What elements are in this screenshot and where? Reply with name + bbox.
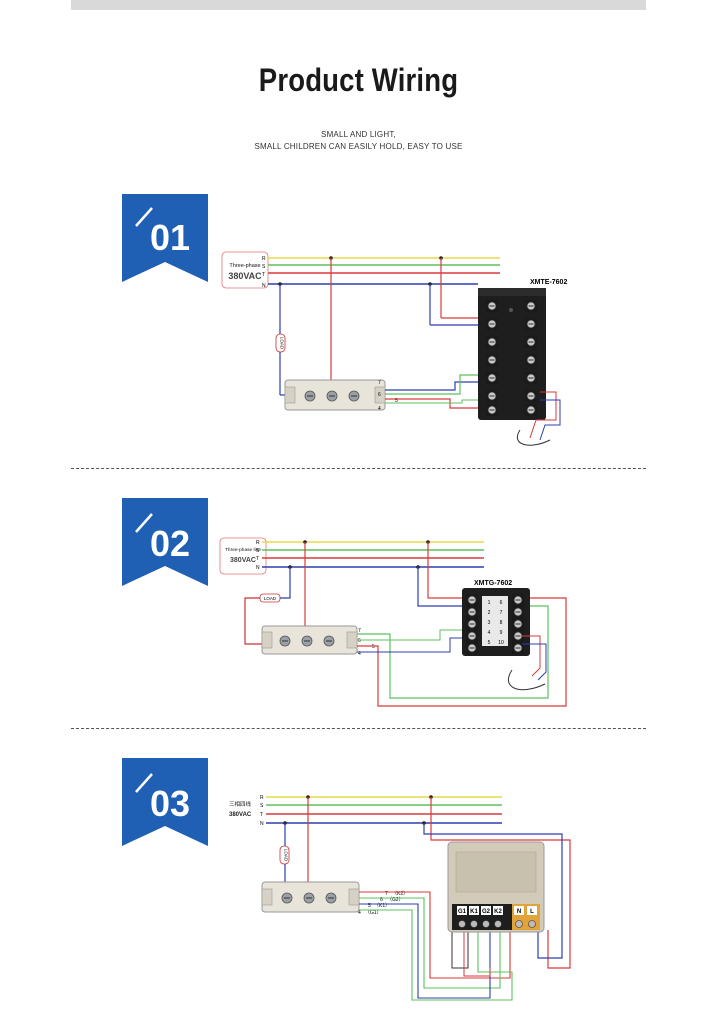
- phase-r: R: [260, 795, 264, 801]
- terminal-4: 4: [358, 910, 361, 916]
- controller-xmte: [478, 288, 546, 420]
- controller-model: XMTG-7602: [474, 580, 512, 587]
- phase-t: T: [260, 812, 263, 818]
- terminal-5: 5: [395, 398, 398, 404]
- terminal-5: 5: [372, 644, 375, 650]
- section-divider: [71, 728, 646, 729]
- phase-t: T: [256, 556, 259, 562]
- ctl-num-5: 5: [488, 640, 491, 646]
- phase-r: R: [262, 256, 266, 262]
- ctl-num-4: 4: [488, 630, 491, 636]
- ctl-num-3: 3: [488, 620, 491, 626]
- terminal-4: 4: [358, 651, 361, 657]
- terminal-code-g2: （G2）: [387, 897, 404, 903]
- terminal-code-k2: （K2）: [392, 891, 408, 897]
- phase-s: S: [262, 264, 266, 270]
- ctl-terminal-g2: G2: [482, 909, 491, 915]
- terminal-7: 7: [378, 380, 381, 386]
- controller-xmtg: [462, 588, 530, 656]
- section-01: 01 Three-phase 380VAC R S T N LOAD: [122, 194, 567, 446]
- section-02: 02 Three-phase line 380VAC R S T N LOAD: [122, 498, 567, 707]
- thyristor-module: [284, 379, 386, 411]
- phase-n: N: [260, 821, 264, 827]
- supply-box: [221, 251, 269, 289]
- phase-s: S: [256, 548, 260, 554]
- supply-voltage: 380VAC: [228, 271, 262, 281]
- page-title: Product Wiring: [258, 62, 459, 98]
- load-label: LOAD: [264, 596, 277, 601]
- ctl-num-1: 1: [488, 600, 491, 606]
- ctl-terminal-k1: K1: [470, 909, 478, 915]
- supply-label: 三相四线: [229, 800, 252, 808]
- supply-box: [219, 537, 267, 575]
- phase-n: N: [256, 565, 260, 571]
- terminal-6: 6: [378, 392, 381, 398]
- load-marker: [279, 845, 290, 865]
- terminal-code-g1: （G1）: [365, 910, 382, 916]
- ctl-terminal-n: N: [517, 909, 521, 915]
- supply-voltage: 380VAC: [229, 812, 252, 818]
- terminal-5: 5: [368, 903, 371, 909]
- phase-s: S: [260, 803, 264, 809]
- phase-n: N: [262, 283, 266, 289]
- terminal-6: 6: [380, 897, 383, 903]
- load-marker: [259, 593, 281, 603]
- phase-t: T: [262, 272, 265, 278]
- controller-model: XMTE-7602: [530, 279, 567, 286]
- ctl-num-2: 2: [488, 610, 491, 616]
- terminal-7: 7: [385, 891, 388, 897]
- terminal-code-k1: （K1）: [374, 903, 390, 909]
- section-divider: [71, 468, 646, 469]
- ctl-num-8: 8: [500, 620, 503, 626]
- thyristor-module: [261, 881, 360, 913]
- badge-03: [122, 758, 208, 846]
- ctl-num-10: 10: [498, 640, 504, 646]
- badge-number: 02: [150, 523, 190, 564]
- phase-r: R: [256, 540, 260, 546]
- supply-label: Three-phase line: [225, 547, 261, 553]
- terminal-4: 4: [378, 406, 381, 412]
- terminal-7: 7: [358, 628, 361, 634]
- load-marker: [275, 333, 286, 353]
- ctl-num-7: 7: [500, 610, 503, 616]
- ctl-terminal-l: L: [530, 909, 534, 915]
- supply-label: Three-phase: [229, 263, 260, 269]
- badge-number: 01: [150, 217, 190, 258]
- ctl-num-6: 6: [500, 600, 503, 606]
- badge-02: [122, 498, 208, 586]
- ctl-terminal-g1: G1: [458, 909, 467, 915]
- ctl-num-9: 9: [500, 630, 503, 636]
- power-controller: [447, 841, 545, 933]
- terminal-6: 6: [358, 638, 361, 644]
- supply-voltage: 380VAC: [230, 557, 256, 564]
- ctl-terminal-k2: K2: [494, 909, 502, 915]
- section-03: 03 三相四线 380VAC R S T N LOAD 7 （K2） 6: [122, 758, 571, 1001]
- load-label: LOAD: [284, 849, 289, 862]
- top-bar: [71, 0, 646, 10]
- load-label: LOAD: [280, 337, 285, 350]
- subtitle-line-1: SMALL AND LIGHT,: [321, 130, 396, 139]
- thyristor-module: [261, 625, 358, 655]
- badge-number: 03: [150, 783, 190, 824]
- subtitle-line-2: SMALL CHILDREN CAN EASILY HOLD, EASY TO …: [254, 142, 463, 151]
